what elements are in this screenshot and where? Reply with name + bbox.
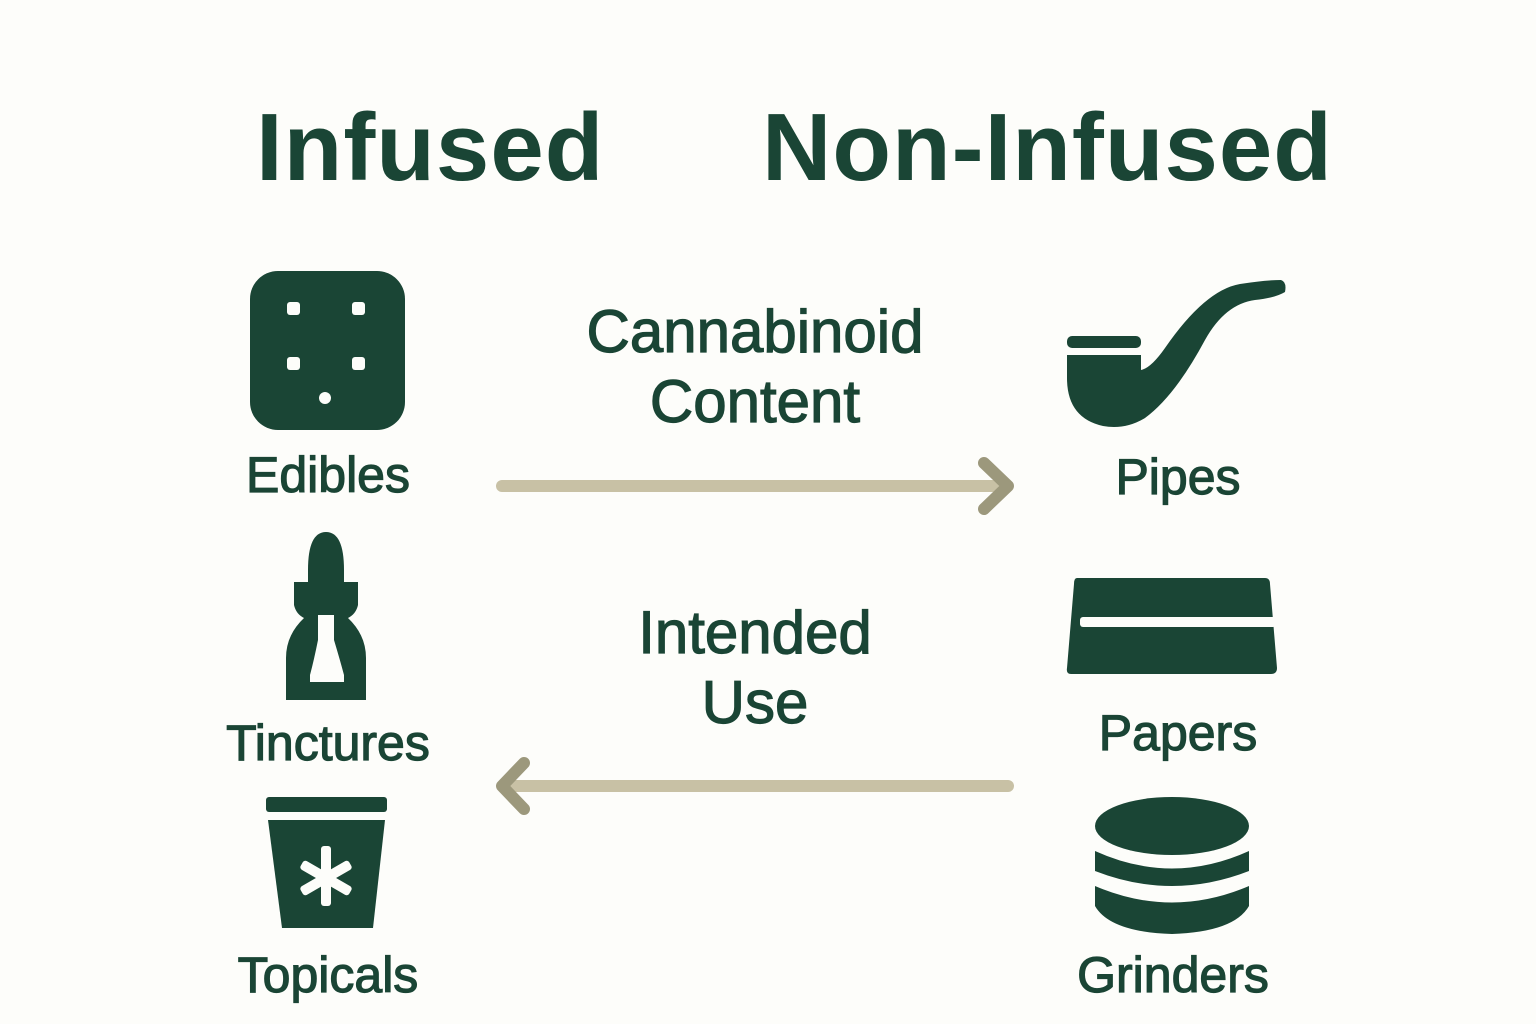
grinders-label: Grinders (1077, 947, 1270, 1003)
non-infused-heading: Non-Infused (762, 94, 1333, 201)
topicals-label: Topicals (237, 947, 419, 1003)
pipe-icon (1065, 278, 1287, 428)
dropper-bottle-icon (284, 530, 368, 704)
intended-use-label: Intended Use (530, 598, 980, 738)
intended-line: Intended (638, 598, 873, 666)
edible-square-icon (250, 271, 406, 431)
cannabinoid-line: Cannabinoid (586, 297, 924, 365)
papers-label: Papers (1098, 705, 1258, 761)
cannabinoid-content-label: Cannabinoid Content (530, 297, 980, 437)
jar-leaf-icon (265, 796, 389, 932)
tinctures-label: Tinctures (226, 715, 431, 771)
content-line: Content (649, 367, 861, 435)
arrow-right-icon (494, 454, 1020, 520)
edibles-label: Edibles (245, 447, 410, 503)
infused-heading: Infused (256, 94, 605, 201)
grinder-icon (1094, 796, 1252, 936)
use-line: Use (701, 668, 809, 736)
arrow-left-icon (494, 752, 1020, 818)
pipes-label: Pipes (1115, 449, 1241, 505)
rolling-papers-icon (1065, 576, 1279, 676)
